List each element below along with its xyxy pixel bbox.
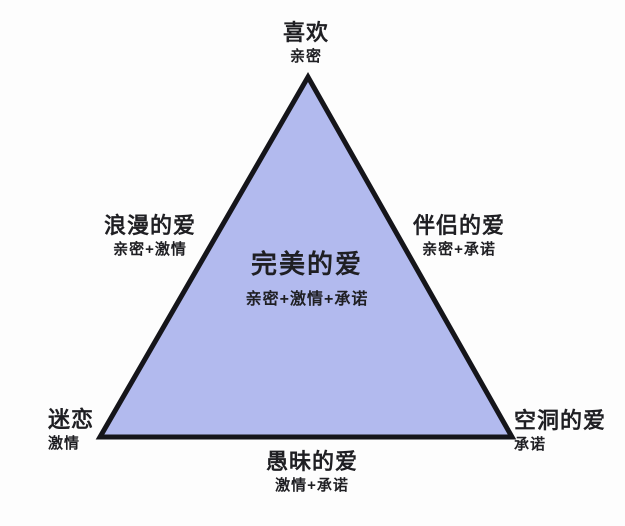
node-romantic-love-components: 亲密+激情 — [113, 241, 187, 259]
node-romantic-love-label: 浪漫的爱 — [103, 213, 197, 238]
node-infatuation: 迷恋 激情 — [48, 407, 94, 453]
node-romantic-love: 浪漫的爱 亲密+激情 — [104, 213, 196, 259]
node-empty-love-components: 承诺 — [514, 436, 547, 454]
node-liking-label: 喜欢 — [282, 20, 330, 45]
node-fatuous-love: 愚昧的爱 激情+承诺 — [266, 449, 358, 495]
node-companionate-love-components: 亲密+承诺 — [422, 241, 496, 259]
node-empty-love-label: 空洞的爱 — [514, 408, 607, 433]
node-infatuation-label: 迷恋 — [48, 407, 95, 432]
node-empty-love: 空洞的爱 承诺 — [514, 408, 606, 454]
node-consummate-love-components: 亲密+激情+承诺 — [245, 290, 369, 308]
node-fatuous-love-components: 激情+承诺 — [275, 477, 349, 495]
node-consummate-love-label: 完美的爱 — [250, 249, 364, 279]
node-consummate-love: 完美的爱 亲密+激情+承诺 — [245, 249, 369, 309]
node-liking: 喜欢 亲密 — [283, 20, 329, 66]
triangle-shape — [95, 71, 517, 440]
node-fatuous-love-label: 愚昧的爱 — [265, 449, 359, 474]
node-companionate-love: 伴侣的爱 亲密+承诺 — [413, 213, 505, 259]
node-liking-components: 亲密 — [289, 48, 323, 66]
node-infatuation-components: 激情 — [48, 435, 81, 453]
node-companionate-love-label: 伴侣的爱 — [412, 213, 506, 238]
